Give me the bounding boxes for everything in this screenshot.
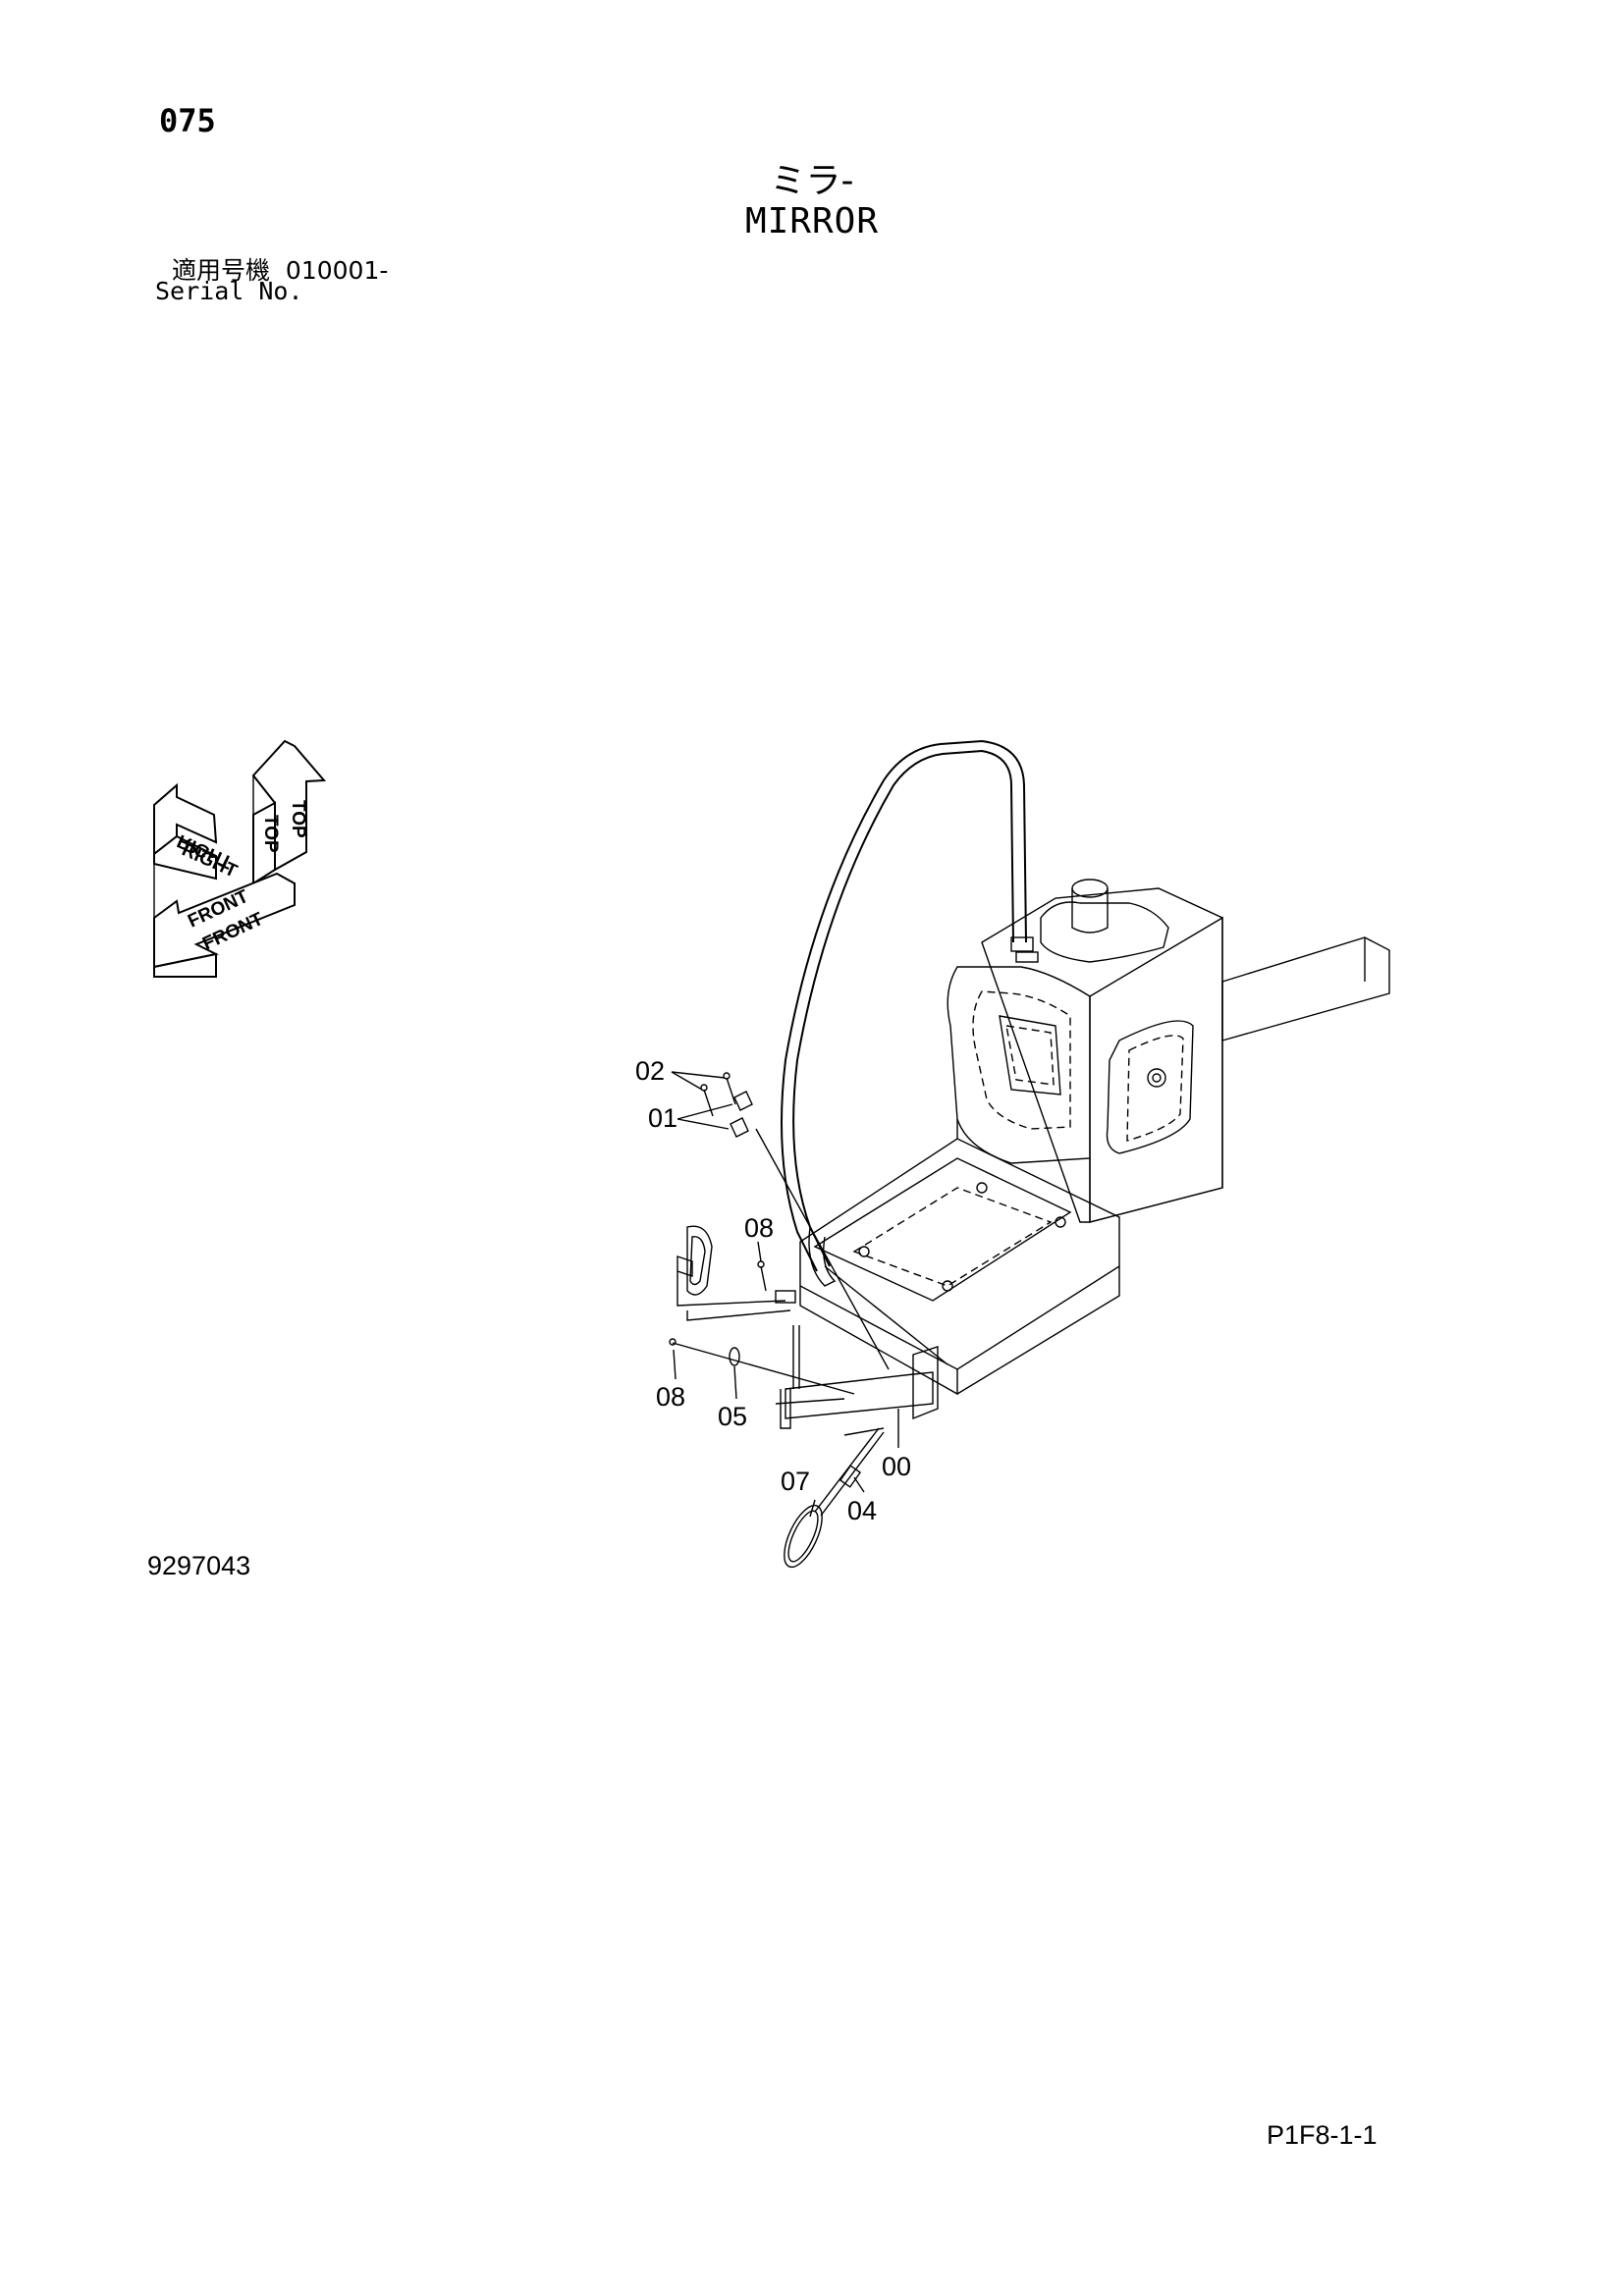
callout-08-upper: 08 <box>744 1213 774 1243</box>
serial-label-english: Serial No. <box>155 277 303 305</box>
orientation-indicator: TOP TOP RIGHT RIGHT FRONT FRONT <box>153 739 327 978</box>
part-02-bolts <box>700 1072 736 1117</box>
page-number: 075 <box>159 102 216 139</box>
callout-01: 01 <box>648 1103 677 1133</box>
mirror-rail <box>781 739 1027 1287</box>
callout-04: 04 <box>847 1496 877 1525</box>
callout-08-lower: 08 <box>656 1382 685 1412</box>
title-japanese: ミラ- <box>770 161 854 201</box>
machine-outline <box>799 879 1390 1396</box>
part-01-clamps <box>730 1091 753 1138</box>
callout-leaders <box>671 1071 899 1518</box>
orientation-top-label-shadow: TOP <box>260 815 281 853</box>
callout-00: 00 <box>882 1452 911 1481</box>
callout-02: 02 <box>635 1056 665 1086</box>
drawing-number: 9297043 <box>147 1551 251 1580</box>
serial-value: 010001- <box>285 256 389 285</box>
title-english: MIRROR <box>744 201 880 241</box>
serial-label-japanese: 適用号機 <box>172 256 271 285</box>
sheet-id: P1F8-1-1 <box>1267 2120 1378 2150</box>
mirror-bracket-assembly <box>669 1128 948 1569</box>
callout-05: 05 <box>718 1402 747 1431</box>
orientation-top-label: TOP <box>288 800 308 838</box>
serial-line-japanese: 適用号機 010001- <box>172 251 388 287</box>
callout-07: 07 <box>781 1467 810 1496</box>
